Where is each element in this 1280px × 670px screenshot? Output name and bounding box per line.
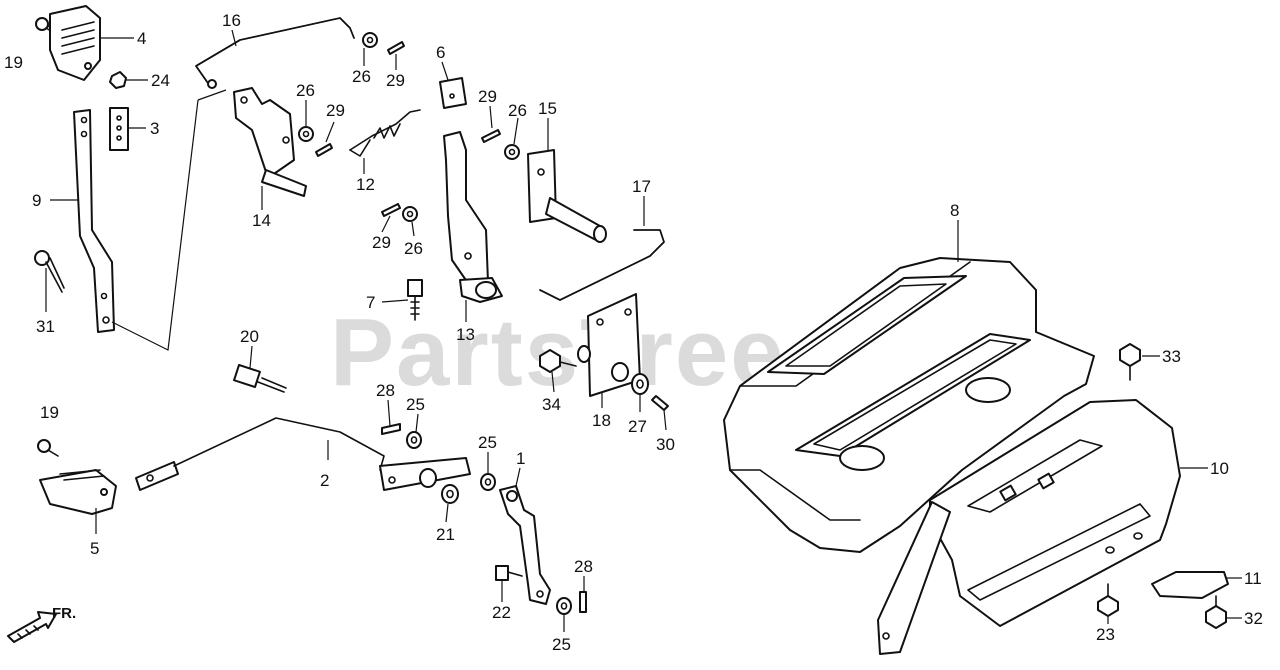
washer-27	[631, 373, 649, 395]
callout-26-d: 26	[508, 101, 527, 120]
cover-8	[723, 257, 1095, 553]
callout-21: 21	[436, 525, 455, 544]
lever-9	[73, 109, 115, 333]
pin-29-a	[387, 41, 405, 55]
callout-9: 9	[32, 191, 41, 210]
callout-22: 22	[492, 603, 511, 622]
callout-28-a: 28	[376, 381, 395, 400]
callout-26-b: 26	[296, 81, 315, 100]
callout-16: 16	[222, 11, 241, 30]
callout-33: 33	[1162, 347, 1181, 366]
front-direction-arrow-icon	[7, 611, 57, 643]
knob-5	[39, 469, 117, 515]
washer-26-b	[298, 126, 314, 142]
washer-25-c	[556, 597, 572, 615]
washer-21	[441, 484, 459, 504]
callout-29-b: 29	[326, 101, 345, 120]
lever-14	[233, 87, 307, 197]
callout-28-b: 28	[574, 557, 593, 576]
washer-26-c	[402, 206, 418, 222]
callout-19-bottom: 19	[40, 403, 59, 422]
pin-29-d	[481, 129, 501, 143]
front-direction-label: FR.	[52, 605, 76, 622]
callout-10: 10	[1210, 459, 1229, 478]
callout-29-d: 29	[478, 87, 497, 106]
callout-26-c: 26	[404, 239, 423, 258]
callout-19-top: 19	[4, 53, 23, 72]
rod-16	[195, 17, 355, 89]
callout-7: 7	[366, 293, 375, 312]
bolt-34	[539, 349, 577, 373]
pad-6	[439, 77, 467, 109]
clip-11	[1151, 571, 1229, 599]
bolt-22	[495, 565, 523, 581]
callout-25-c: 25	[552, 635, 571, 654]
lever-1	[499, 485, 551, 605]
rod-2	[135, 417, 471, 491]
callout-34: 34	[542, 395, 561, 414]
callout-31: 31	[36, 317, 55, 336]
plate-3	[109, 107, 129, 151]
callout-4: 4	[137, 29, 146, 48]
knob-4	[49, 5, 101, 81]
callout-24: 24	[151, 71, 170, 90]
plate-15	[527, 149, 607, 243]
callout-32: 32	[1244, 609, 1263, 628]
bolt-33	[1119, 343, 1141, 381]
callout-3: 3	[150, 119, 159, 138]
callout-18: 18	[592, 411, 611, 430]
nut-24	[109, 71, 127, 89]
callout-6: 6	[436, 43, 445, 62]
watermark: PartsTree	[330, 299, 786, 406]
pin-28-a	[381, 423, 401, 435]
callout-2: 2	[320, 471, 329, 490]
bracket-10	[877, 399, 1181, 655]
callout-14: 14	[252, 211, 271, 230]
callout-29-a: 29	[386, 71, 405, 90]
bolt-31	[34, 250, 65, 293]
callout-13: 13	[456, 325, 475, 344]
callout-30: 30	[656, 435, 675, 454]
washer-26-d	[504, 144, 520, 160]
bolt-23	[1097, 583, 1119, 617]
pin-29-b	[315, 143, 333, 157]
callout-15: 15	[538, 99, 557, 118]
callout-5: 5	[90, 539, 99, 558]
callout-11: 11	[1244, 569, 1262, 588]
washer-25-b	[480, 473, 496, 491]
callout-1: 1	[516, 449, 525, 468]
callout-23: 23	[1096, 625, 1115, 644]
pin-28-b	[579, 591, 587, 613]
plate-18	[577, 293, 641, 397]
bolt-7	[407, 279, 423, 321]
callout-27: 27	[628, 417, 647, 436]
spring-12	[349, 109, 421, 157]
callout-12: 12	[356, 175, 375, 194]
rod-17	[539, 229, 665, 301]
bolt-32	[1205, 595, 1227, 629]
callout-17: 17	[632, 177, 651, 196]
washer-25-a	[406, 431, 422, 449]
bolt-20	[233, 363, 287, 393]
callout-29-c: 29	[372, 233, 391, 252]
washer-26-a	[362, 32, 378, 48]
screw-19-bottom	[37, 439, 59, 457]
callout-26-a: 26	[352, 67, 371, 86]
callout-8: 8	[950, 201, 959, 220]
pin-29-c	[381, 203, 401, 217]
callout-25-b: 25	[478, 433, 497, 452]
lever-13	[443, 131, 503, 303]
callout-20: 20	[240, 327, 259, 346]
callout-25-a: 25	[406, 395, 425, 414]
